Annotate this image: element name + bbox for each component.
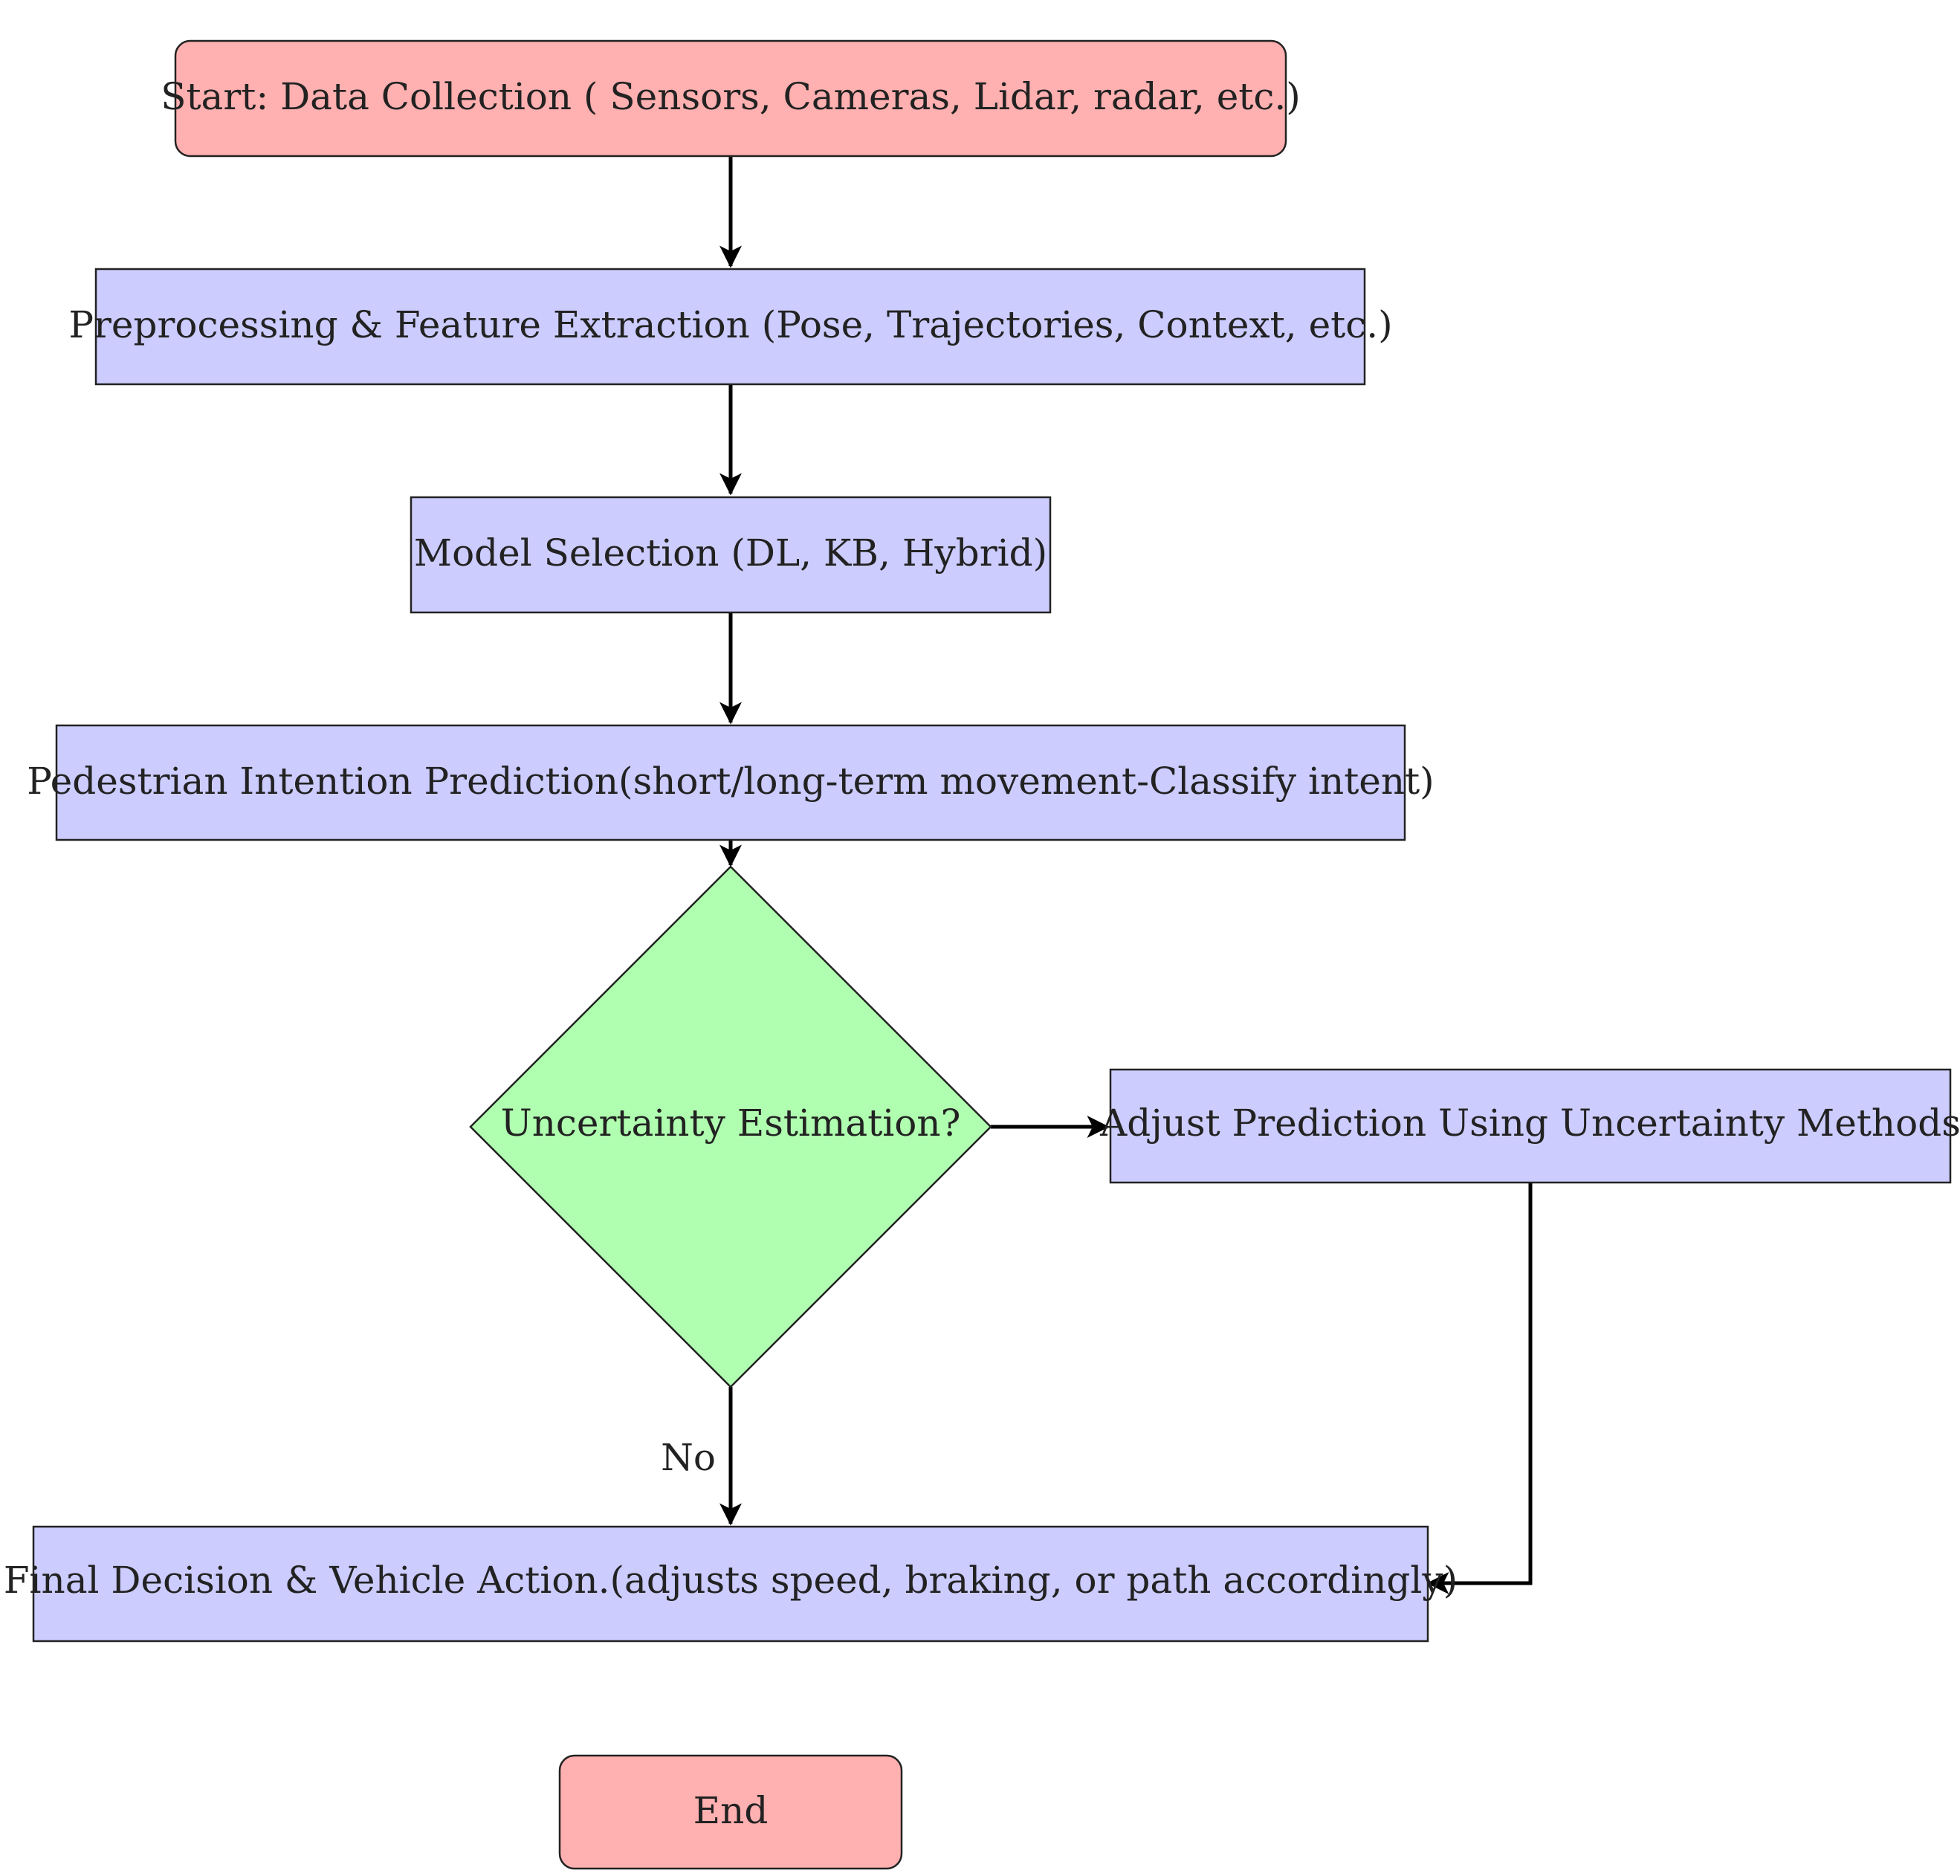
node-final-decision: Final Decision & Vehicle Action.(adjusts… (4, 1525, 1458, 1643)
model-selection-shape (410, 496, 1052, 614)
preprocessing-label: Preprocessing & Feature Extraction (Pose… (68, 303, 1392, 346)
preprocessing-shape (94, 268, 1366, 386)
edge-adjust-to-final (1426, 1183, 1533, 1594)
node-uncertainty-decision: Uncertainty Estimation? (469, 865, 992, 1388)
final-decision-shape (32, 1525, 1429, 1643)
node-start: Start: Data Collection ( Sensors, Camera… (161, 39, 1301, 158)
end-label: End (693, 1789, 769, 1832)
node-end: End (558, 1754, 903, 1870)
edges (719, 156, 1533, 1594)
model-selection-label: Model Selection (DL, KB, Hybrid) (414, 531, 1047, 575)
final-decision-label: Final Decision & Vehicle Action.(adjusts… (4, 1559, 1458, 1602)
node-preprocessing: Preprocessing & Feature Extraction (Pose… (68, 268, 1393, 386)
adjust-prediction-shape (1109, 1068, 1952, 1184)
node-adjust-prediction: Adjust Prediction Using Uncertainty Meth… (1099, 1068, 1960, 1184)
start-shape (174, 39, 1287, 158)
uncertainty-decision-shape (469, 865, 992, 1388)
end-shape (558, 1754, 903, 1870)
edge-label-no: No (661, 1436, 716, 1479)
intention-prediction-shape (55, 724, 1406, 841)
uncertainty-decision-label: Uncertainty Estimation? (501, 1102, 961, 1145)
node-model-selection: Model Selection (DL, KB, Hybrid) (410, 496, 1052, 614)
intention-prediction-label: Pedestrian Intention Prediction(short/lo… (27, 760, 1434, 803)
node-intention-prediction: Pedestrian Intention Prediction(short/lo… (27, 724, 1435, 841)
adjust-prediction-label: Adjust Prediction Using Uncertainty Meth… (1099, 1102, 1960, 1145)
start-label: Start: Data Collection ( Sensors, Camera… (161, 75, 1301, 118)
